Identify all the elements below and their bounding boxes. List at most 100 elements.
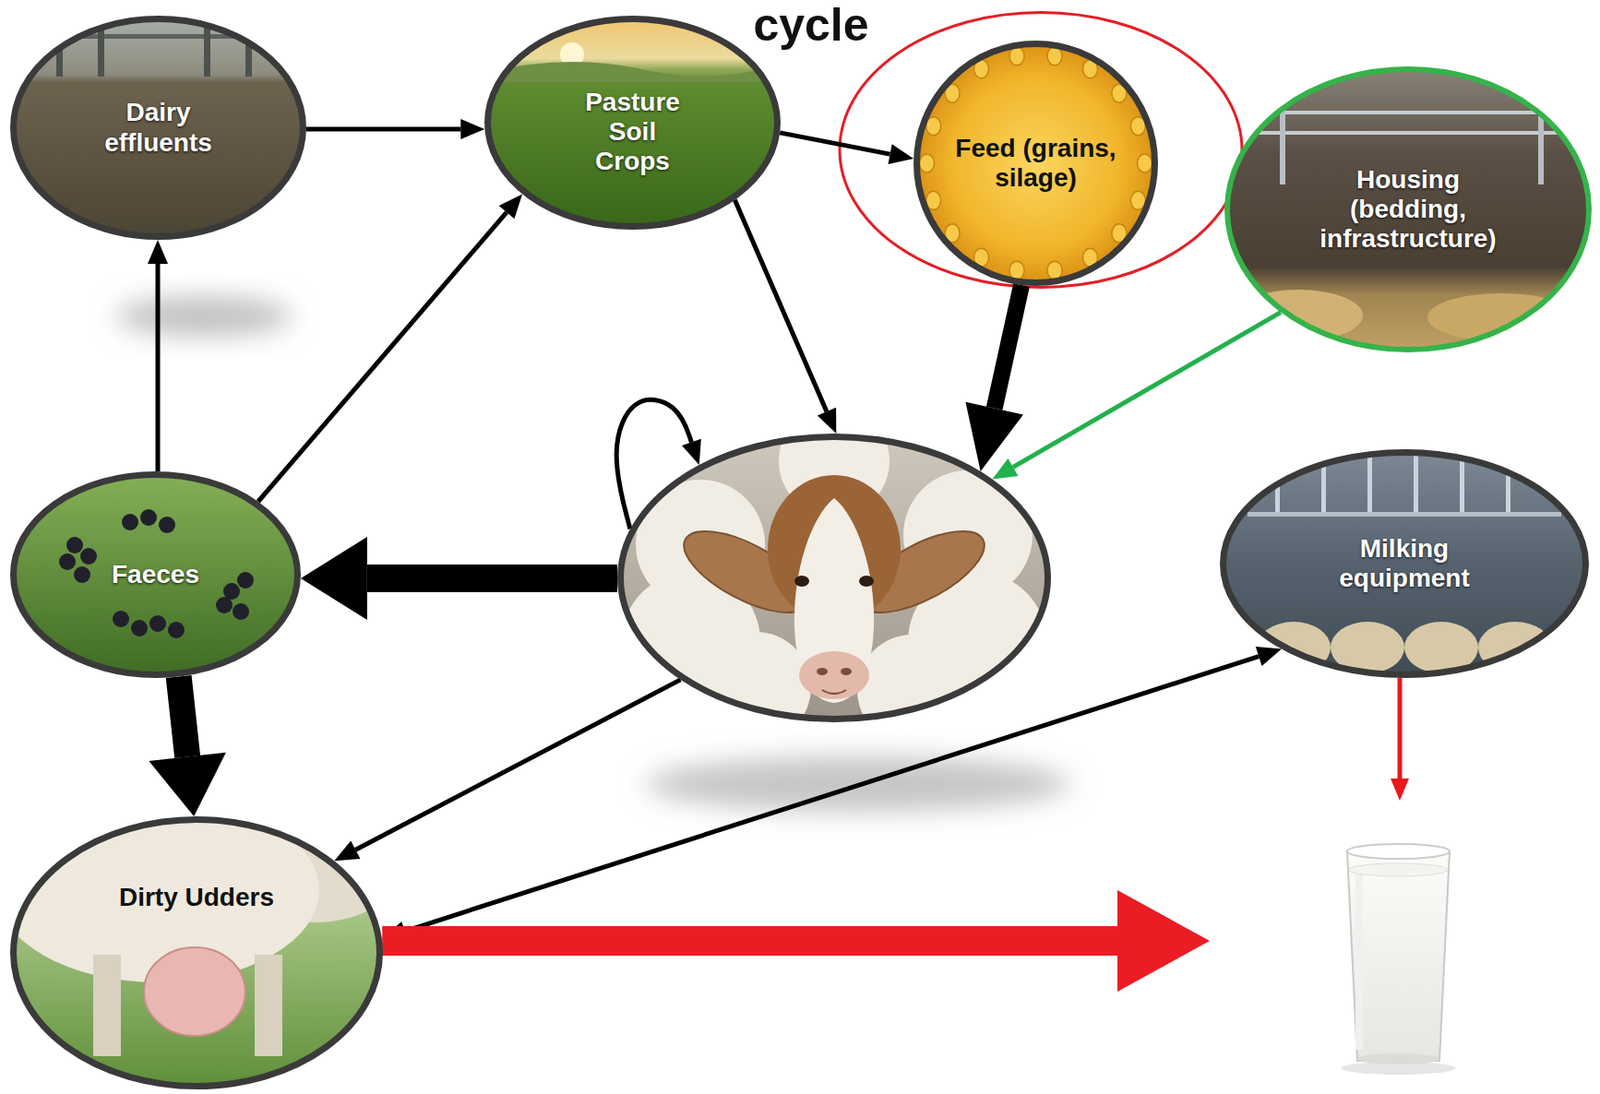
pen-rail [1252,131,1566,135]
effluent-ground [10,15,307,240]
photo-border [917,44,1156,284]
milk-pipe [1321,449,1326,514]
corn-kernel [1047,261,1063,280]
node-text-area: Feed (grains, silage) [913,40,1159,287]
photo-border [1227,69,1589,350]
photo-group [0,798,398,1090]
ground-shadow [116,296,292,337]
node-text-area: Pasture Soil Crops [484,24,781,239]
photo-group [1219,449,1589,679]
dung-pellet [167,621,185,639]
photo-border [13,820,381,1087]
dung-pellet [121,513,139,531]
node-label: Housing (bedding, infrastructure) [1306,165,1510,255]
milk-glass [1347,851,1450,1062]
milk-bar [1247,512,1562,517]
wool-ground [617,433,1051,723]
dung-pellet [215,597,233,614]
faeces-photo-ellipse: Faeces [10,471,301,679]
dung-pellet [131,620,148,637]
hill [484,61,781,83]
node-text-area [617,433,1051,723]
corn-kernel [1009,47,1025,66]
barn-post [203,23,211,77]
node-picture [1209,800,1600,1094]
node-text-area: Dairy effluents [10,15,307,240]
pen-rail [1252,110,1566,115]
arrow-connector [258,212,507,502]
photo-border [620,437,1049,720]
arrow-connector [179,677,188,758]
pasture-photo-ellipse: Pasture Soil Crops [484,15,781,230]
arrow-connector [306,127,461,132]
pen-post [1279,101,1286,185]
node-label: Pasture Soil Crops [573,87,693,178]
pasture-ground [484,15,781,230]
sheep-eye [859,575,874,587]
highlight-ring [839,12,1242,288]
node-text-area: Milking equipment [1219,449,1589,679]
node-label: Milking equipment [1312,534,1497,594]
glass-base [1357,1053,1441,1065]
straw-heap [1233,289,1363,342]
parlour-ground [1219,449,1589,679]
diagram-title: cycle [752,1,869,48]
milk-pipe [1367,449,1373,514]
dung-pellet [73,566,91,584]
sheep-face [794,498,874,704]
node-label: Dirty Udders [119,883,275,913]
node-picture [10,816,383,1090]
arrow-connector [994,285,1022,409]
arrow-connector [779,132,890,155]
photo-group [1224,66,1592,353]
dung-pellet [112,610,130,628]
photo-border [13,19,304,238]
grain-ground [913,40,1159,287]
arrow-connector [1397,678,1403,779]
milk-pipe [1413,449,1419,514]
dung-pellet [59,553,76,571]
corn-kernel [1009,261,1025,280]
dung-pellet [237,572,254,589]
arrow-connector [382,926,1118,956]
node-text-area [1209,800,1600,1094]
glass-shine [1355,874,1363,1051]
sheep-nostril [840,668,852,676]
node-text-area: Dirty Udders [10,761,383,1035]
sheep-leg [93,955,121,1057]
glass-rim [1347,844,1450,860]
sheep-muzzle [799,651,870,700]
dung-pellet [158,516,176,534]
dung-pellet [66,537,84,554]
sheep-nostril [816,668,828,676]
corn-kernel [919,154,935,173]
straw-heap [1427,293,1576,342]
udder-photo-ellipse: Dirty Udders [10,816,383,1090]
grass-ground [10,471,301,679]
node-text-area: Faeces [10,471,301,679]
dung-pellet [149,615,167,633]
node-text-area: Housing (bedding, infrastructure) [1224,66,1592,353]
sheep-leg [254,955,283,1057]
sheep-mouth [822,690,847,694]
sheep-photo-ellipse [617,433,1051,723]
dung-pellet [232,603,250,621]
arrow-connector [355,680,681,850]
node-label: Dairy effluents [80,97,238,157]
corn-kernel [1047,47,1063,66]
feed-photo-circle: Feed (grains, silage) [913,40,1159,287]
dung-pellet [140,509,157,526]
photo-group [10,471,301,679]
photo-border [1223,453,1587,676]
milk-glass-picture [1209,800,1600,1094]
photo-group [913,40,1159,287]
photo-group [617,405,1051,746]
sheep-back [1478,621,1553,674]
arrow-connector [367,564,618,593]
photo-group [10,15,307,240]
photo-border [13,475,299,676]
corn-kernel [1137,154,1153,173]
wool-tuft [700,632,812,743]
arrow-connector [155,263,161,472]
